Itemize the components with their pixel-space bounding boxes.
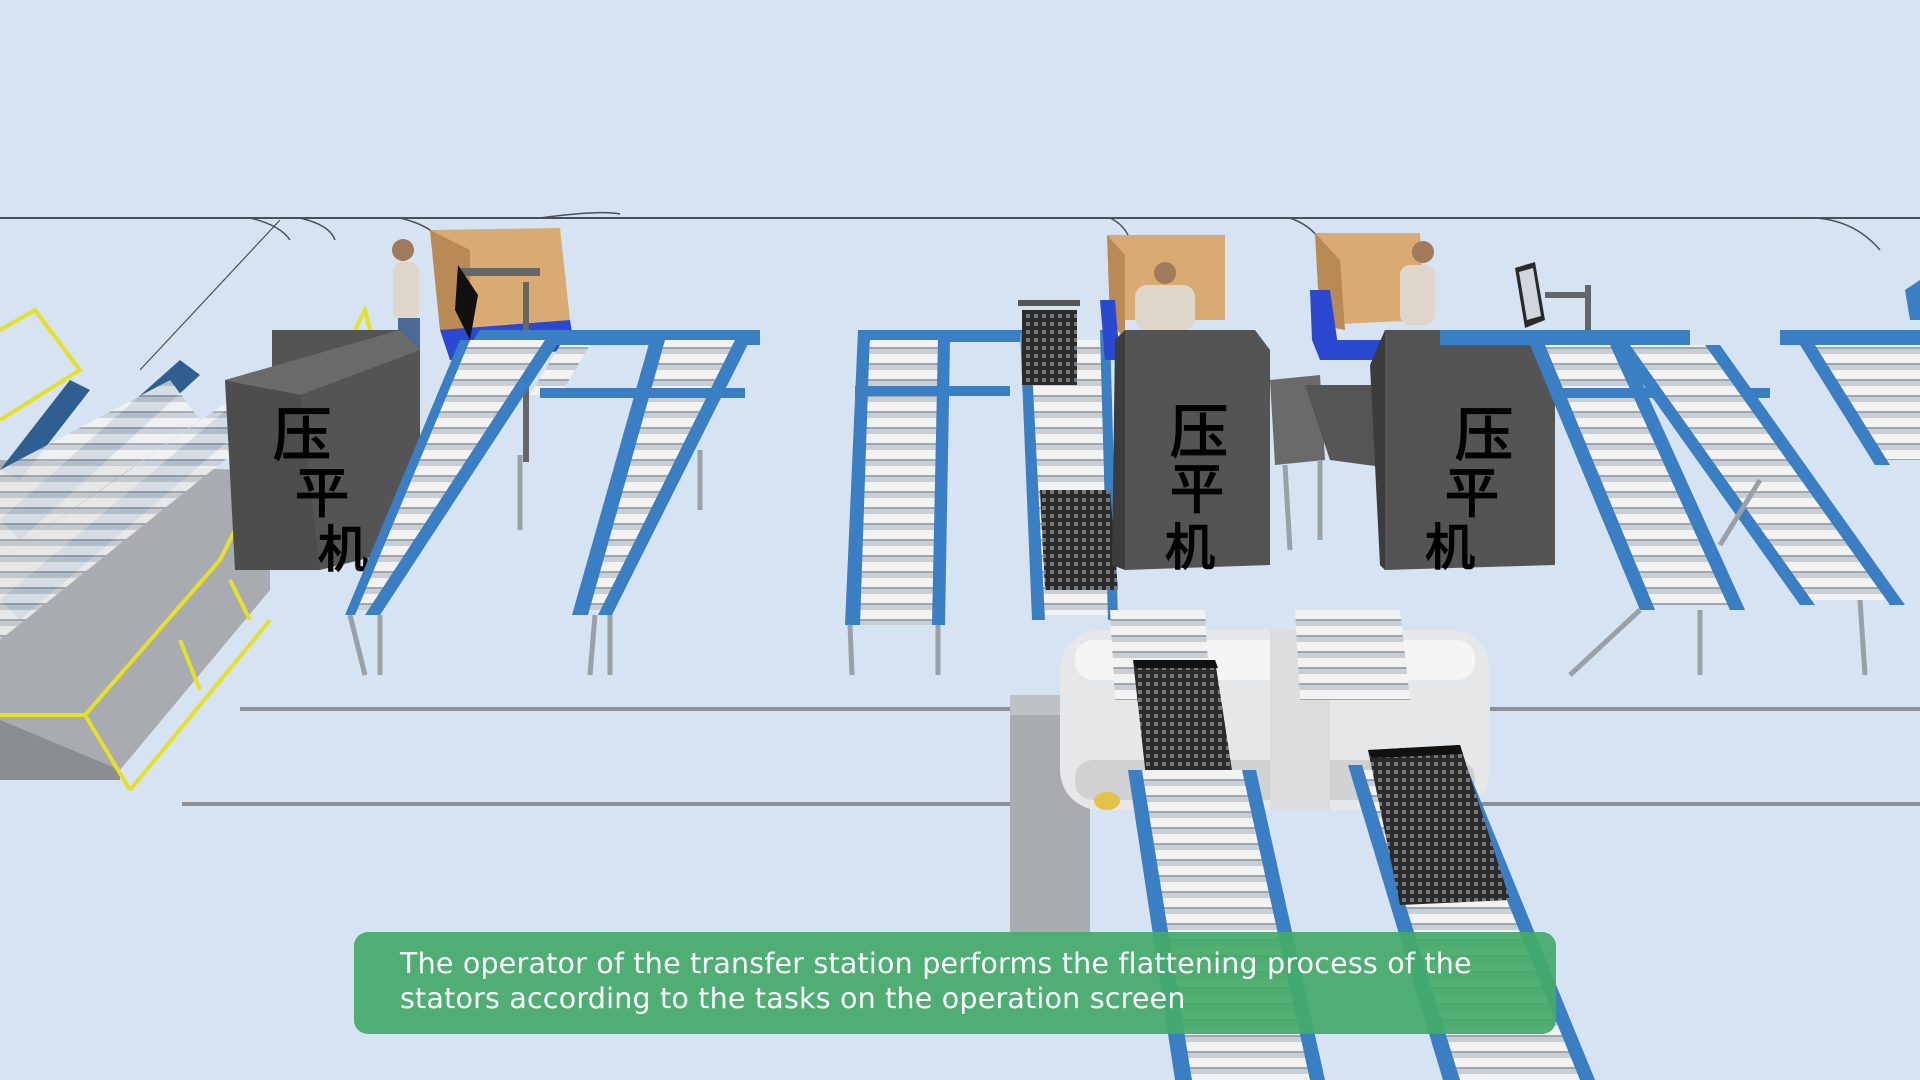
conveyor-left-b xyxy=(540,340,750,676)
conveyor-right-b xyxy=(1615,345,1905,676)
press-machine-center: 压 平 机 xyxy=(1112,330,1270,577)
machine-label-right-1: 压 xyxy=(1455,401,1513,469)
machine-label-right-3: 机 xyxy=(1425,518,1475,577)
press-machine-left: 压 平 机 xyxy=(225,330,420,579)
machine-label-right-2: 平 xyxy=(1445,461,1499,525)
machine-label-center-1: 压 xyxy=(1170,398,1228,466)
subtitle-line-1: The operator of the transfer station per… xyxy=(400,947,1472,980)
conveyor-middle-a xyxy=(845,330,1020,676)
subtitle-line-2: stators according to the tasks on the op… xyxy=(400,982,1186,1015)
basket-bottom-right xyxy=(1368,745,1510,905)
machine-label-3: 机 xyxy=(318,520,368,579)
conveyor-far-right xyxy=(1780,280,1920,465)
conveyor-left-a xyxy=(345,330,760,676)
machine-label-2: 平 xyxy=(295,461,349,525)
left-inclined-conveyor xyxy=(0,360,270,640)
station-right: 压 平 机 压 平 机 xyxy=(1100,233,1920,677)
operator-center xyxy=(1135,262,1195,330)
box-right xyxy=(1310,233,1425,360)
overhead-rail xyxy=(0,211,1920,371)
basket-agv xyxy=(1133,660,1235,795)
subtitle-caption: The operator of the transfer station per… xyxy=(354,932,1556,1034)
basket-upper xyxy=(1018,300,1080,385)
press-machine-right: 压 平 机 xyxy=(1370,330,1555,577)
operator-right xyxy=(1400,241,1435,325)
left-platform xyxy=(0,304,372,792)
station-middle xyxy=(845,300,1118,676)
station-left: 压 平 机 xyxy=(225,228,760,676)
basket-middle xyxy=(1040,490,1118,590)
machine-label-center-2: 平 xyxy=(1170,457,1224,521)
machine-label-center-3: 机 xyxy=(1165,518,1215,577)
agv-roller-bed-right xyxy=(1295,610,1410,700)
machine-label-1: 压 xyxy=(273,401,331,469)
conveyor-right-a xyxy=(1440,330,1770,677)
